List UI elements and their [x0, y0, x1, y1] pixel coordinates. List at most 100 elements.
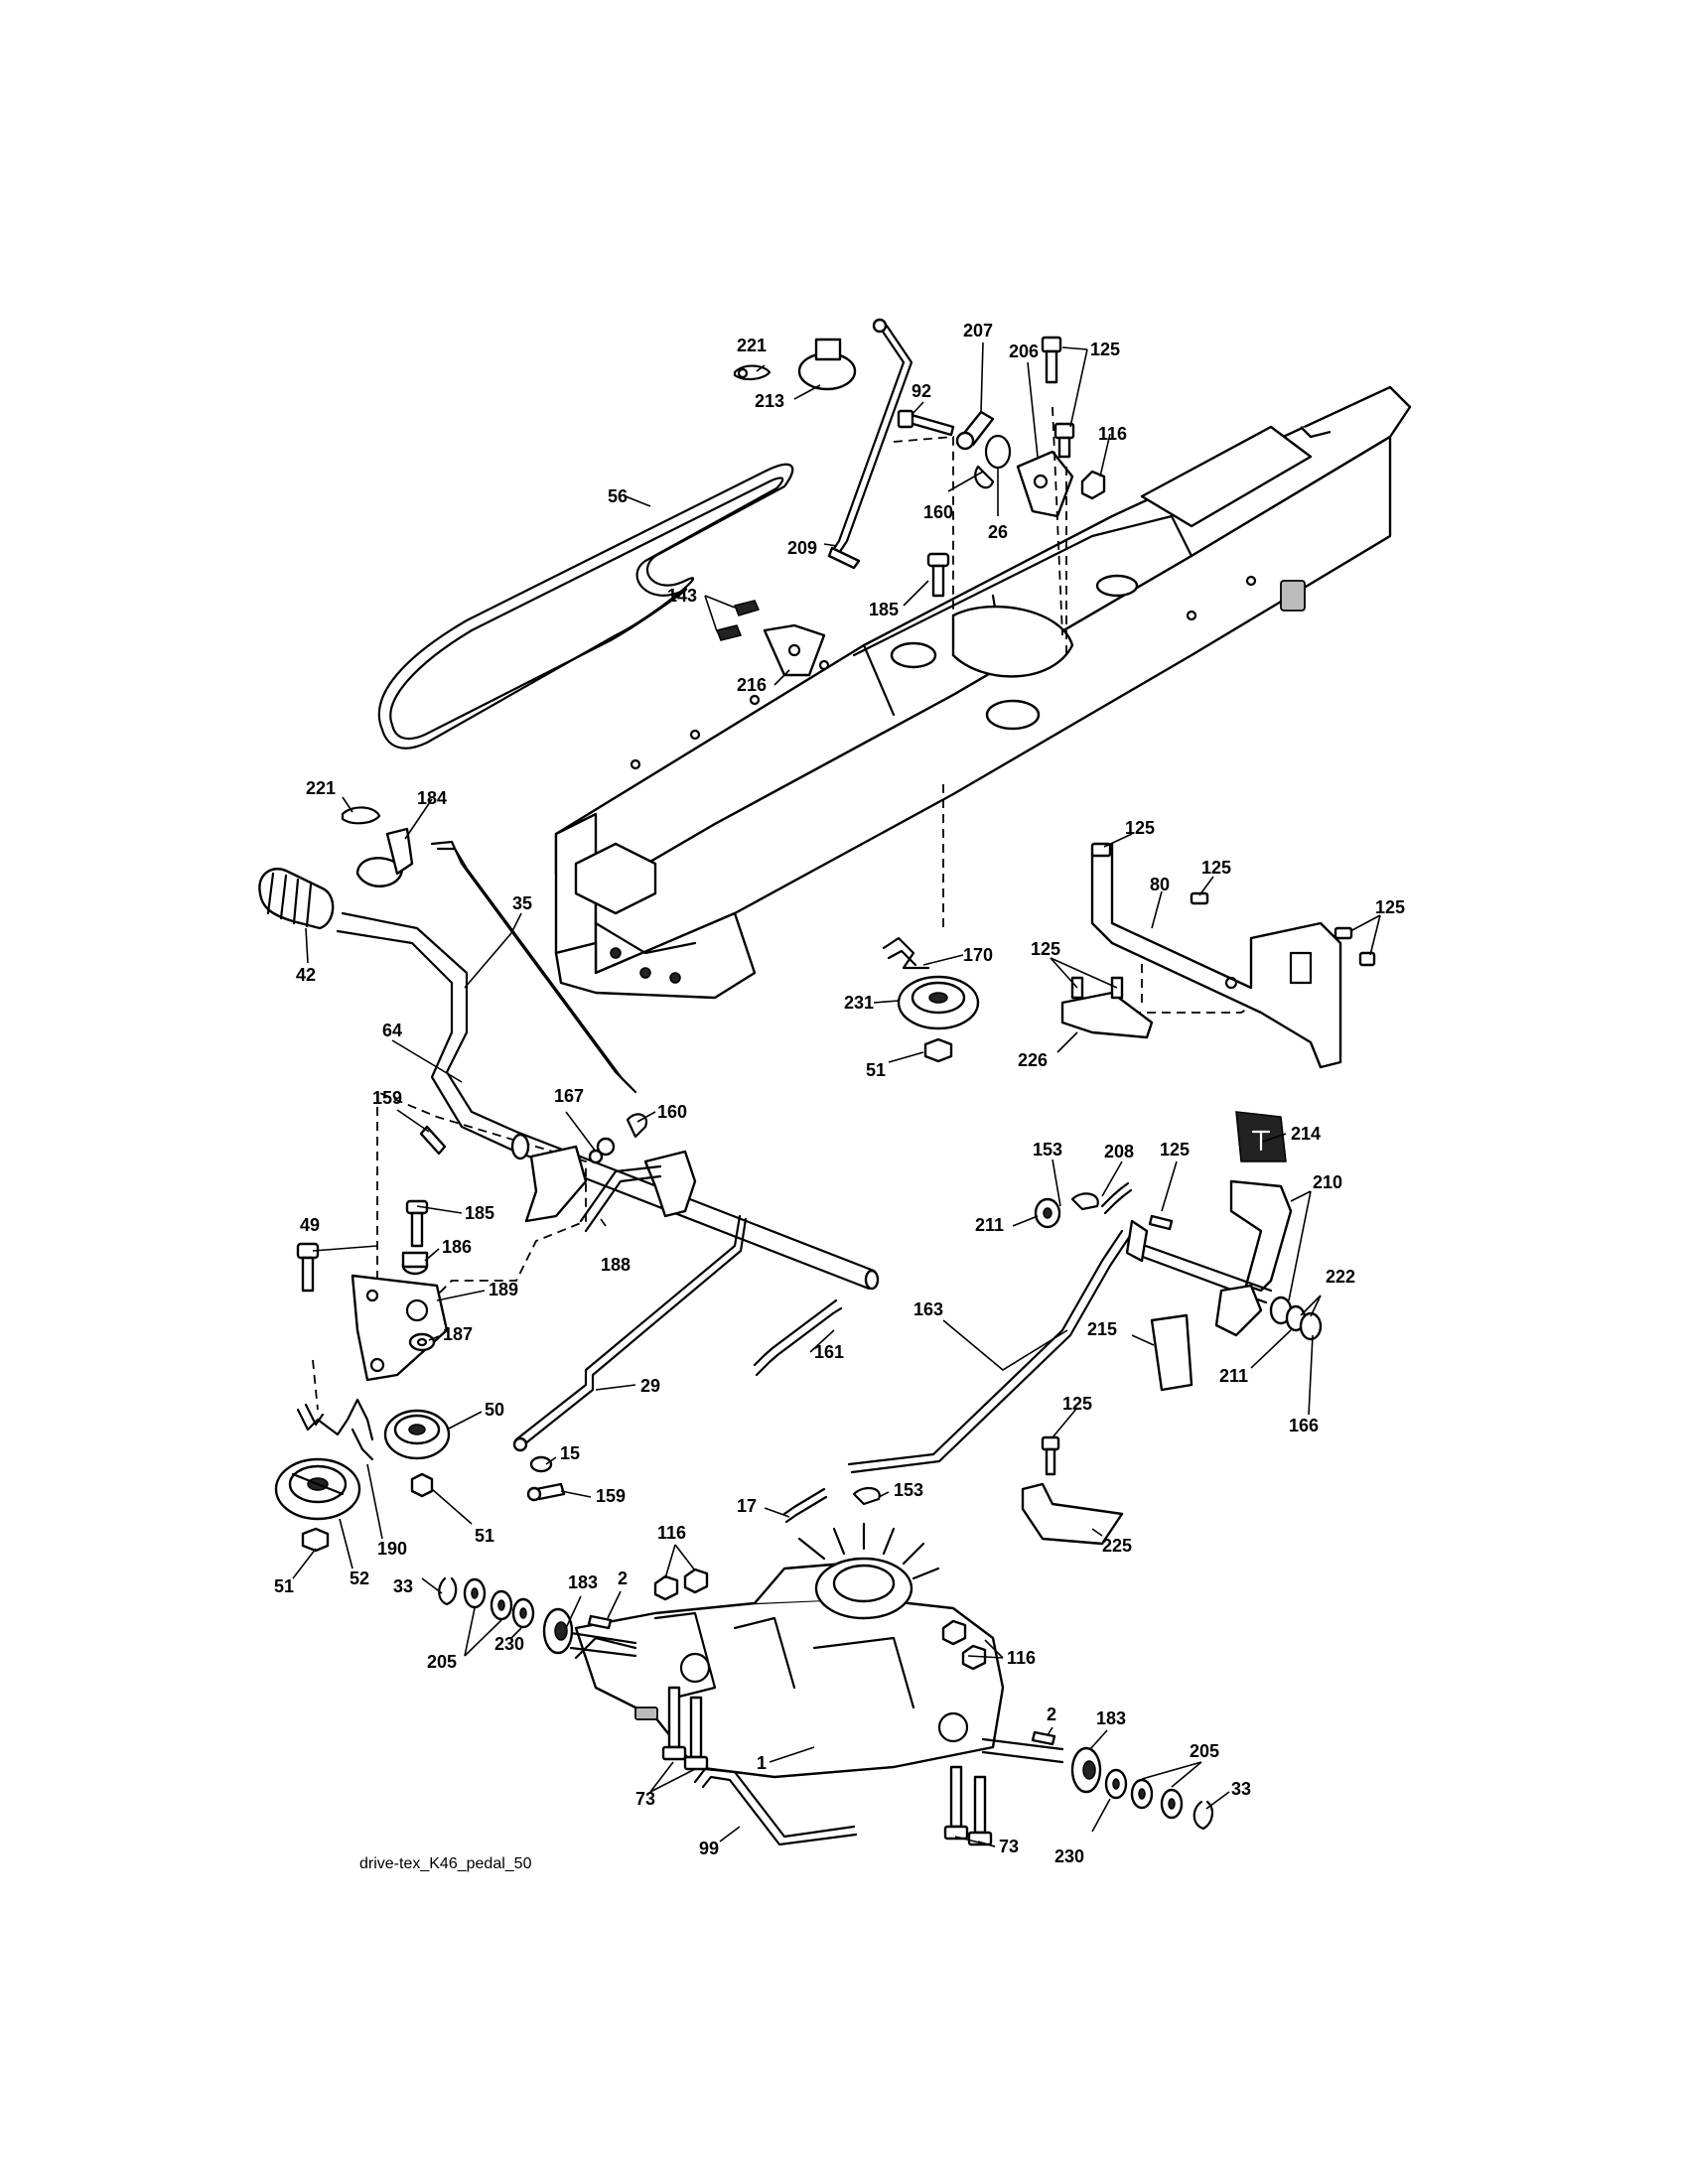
callout-185: 185	[465, 1203, 494, 1223]
rod-163	[847, 1219, 1149, 1474]
rod-188	[579, 1164, 662, 1233]
spring-208	[1100, 1181, 1133, 1215]
callout-226: 226	[1018, 1050, 1048, 1070]
pad-215	[1150, 1313, 1193, 1392]
roll-pin-159-top	[419, 1125, 447, 1156]
washer-205-left	[463, 1577, 513, 1621]
bolts-73-right	[943, 1765, 993, 1846]
pulley-52	[274, 1457, 361, 1521]
callout-15: 15	[560, 1443, 580, 1463]
axle-right	[981, 1737, 1064, 1764]
rod-99	[693, 1767, 858, 1846]
bolt-125-lower	[1041, 1435, 1060, 1476]
callout-33: 33	[1231, 1779, 1251, 1799]
ref-line-7	[1102, 982, 1292, 1014]
ref-line-1	[893, 436, 954, 645]
bracket-225	[1021, 1482, 1124, 1546]
diagram-caption: drive-tex_K46_pedal_50	[359, 1855, 532, 1872]
callout-116: 116	[1098, 424, 1127, 444]
shaft-arm	[1130, 1239, 1273, 1337]
callout-56: 56	[608, 486, 628, 506]
nut-51-bottom	[301, 1527, 330, 1553]
callout-159: 159	[372, 1088, 402, 1108]
nut-51-top	[923, 1037, 953, 1063]
callout-187: 187	[443, 1324, 473, 1344]
callout-222: 222	[1326, 1267, 1355, 1287]
washer-205-right	[1130, 1778, 1184, 1820]
bearing-183-right	[1070, 1746, 1102, 1794]
pad-214	[1235, 1111, 1287, 1162]
callout-211: 211	[975, 1215, 1004, 1235]
clip-160-top	[974, 465, 995, 489]
callout-153: 153	[894, 1480, 923, 1500]
callout-116: 116	[1007, 1648, 1036, 1668]
callout-26: 26	[988, 522, 1008, 542]
bracket-80	[1090, 842, 1342, 1069]
callout-160: 160	[923, 502, 953, 522]
callout-163: 163	[913, 1299, 943, 1319]
callout-189: 189	[489, 1280, 518, 1299]
callout-230: 230	[1054, 1846, 1084, 1866]
key-2-right	[1031, 1730, 1056, 1746]
callout-225: 225	[1102, 1536, 1132, 1556]
link-207	[955, 410, 995, 451]
bolt-125-right-2	[1190, 891, 1209, 905]
callout-215: 215	[1087, 1319, 1117, 1339]
ref-line-2	[1052, 406, 1063, 636]
callout-221: 221	[306, 778, 336, 798]
clip-221-mid	[341, 806, 381, 825]
callout-167: 167	[554, 1086, 584, 1106]
callout-211: 211	[1219, 1366, 1248, 1386]
callout-170: 170	[963, 945, 993, 965]
callout-190: 190	[377, 1539, 407, 1559]
bolt-185-mid	[405, 1199, 429, 1248]
pulley-50	[383, 1409, 451, 1460]
callout-143: 143	[667, 586, 697, 606]
v-belt-56	[377, 463, 794, 750]
bolt-125-pedal	[1148, 1214, 1174, 1231]
callout-51: 51	[475, 1526, 494, 1546]
callout-50: 50	[485, 1400, 504, 1420]
callout-185: 185	[869, 600, 899, 619]
pulley-231	[897, 975, 980, 1030]
callout-92: 92	[912, 381, 931, 401]
callout-205: 205	[1190, 1741, 1219, 1761]
callout-49: 49	[300, 1215, 320, 1235]
clip-153-top	[1070, 1192, 1099, 1211]
bracket-167	[524, 1137, 616, 1223]
lift-rod-209	[827, 318, 913, 570]
idler-170	[882, 936, 930, 970]
knob-184	[355, 827, 414, 887]
callout-221: 221	[737, 336, 767, 355]
roll-pin-159-bottom	[526, 1482, 566, 1502]
shift-lever-64	[336, 911, 880, 1291]
bolt-92	[897, 409, 955, 437]
callout-125: 125	[1201, 858, 1231, 878]
nut-116-top	[1080, 470, 1106, 500]
callout-33: 33	[393, 1576, 413, 1596]
callout-52: 52	[350, 1569, 369, 1588]
bolt-49	[296, 1242, 320, 1293]
callout-labels: 221 213 207 206 125 92 116 56 160 26 209…	[274, 321, 1405, 1866]
callout-188: 188	[601, 1255, 631, 1275]
retainer-33-right	[1193, 1800, 1213, 1831]
callout-125: 125	[1375, 897, 1405, 917]
bolt-125-top-1	[1041, 336, 1062, 384]
callout-214: 214	[1291, 1124, 1321, 1144]
transaxle-1	[574, 1522, 1005, 1779]
spring-17	[782, 1487, 828, 1524]
clip-153-bottom	[852, 1486, 881, 1506]
bolt-185-top	[926, 552, 950, 598]
callout-205: 205	[427, 1652, 457, 1672]
callout-2: 2	[618, 1569, 628, 1588]
nuts-116-right	[941, 1619, 987, 1671]
callout-183: 183	[1096, 1708, 1126, 1728]
callout-213: 213	[755, 391, 784, 411]
washer-222	[1285, 1304, 1323, 1341]
knob-213	[797, 338, 857, 391]
callout-230: 230	[494, 1634, 524, 1654]
bearing-183-left	[542, 1607, 574, 1655]
callout-184: 184	[417, 788, 447, 808]
axle-left	[569, 1631, 637, 1658]
callout-125: 125	[1160, 1140, 1190, 1160]
